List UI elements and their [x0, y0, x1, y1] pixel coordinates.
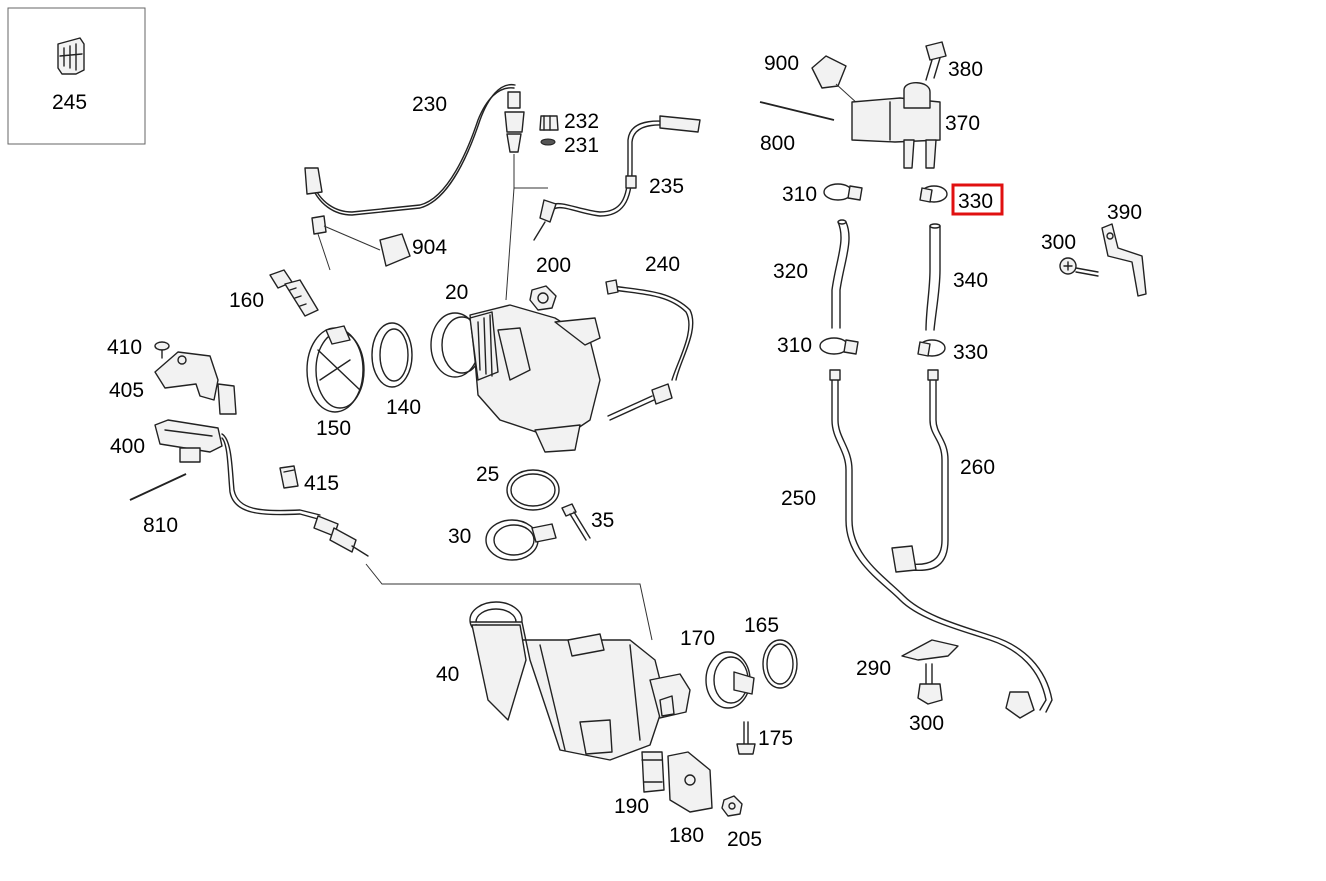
clip-415 — [279, 465, 299, 489]
connector-904 — [311, 215, 411, 271]
callout-410[interactable]: 410 — [107, 336, 142, 359]
callout-300-bottom[interactable]: 300 — [909, 712, 944, 735]
nut-205 — [721, 795, 743, 817]
gasket-140 — [371, 322, 413, 388]
pipe-250 — [829, 369, 1053, 719]
callout-40[interactable]: 40 — [436, 663, 459, 686]
clamp-30 — [485, 519, 557, 561]
hose-340 — [925, 223, 941, 331]
callout-25[interactable]: 25 — [476, 463, 499, 486]
hose-320 — [831, 219, 850, 329]
callout-30[interactable]: 30 — [448, 525, 471, 548]
pipe-260 — [891, 369, 949, 573]
callout-175[interactable]: 175 — [758, 727, 793, 750]
seal-ring-231 — [540, 138, 556, 146]
callout-165[interactable]: 165 — [744, 614, 779, 637]
nut-200 — [529, 285, 557, 311]
callout-200[interactable]: 200 — [536, 254, 571, 277]
callout-415[interactable]: 415 — [304, 472, 339, 495]
bolt-380 — [925, 41, 947, 81]
sensor-connector-900 — [811, 55, 859, 105]
callout-330-bottom[interactable]: 330 — [953, 341, 988, 364]
differential-pressure-sensor-370 — [759, 82, 941, 169]
callout-150[interactable]: 150 — [316, 417, 351, 440]
catalytic-converter-20 — [430, 304, 601, 453]
callout-400[interactable]: 400 — [110, 435, 145, 458]
callout-240[interactable]: 240 — [645, 253, 680, 276]
bracket-390 — [1101, 223, 1147, 297]
callout-20[interactable]: 20 — [445, 281, 468, 304]
clamp-150 — [306, 325, 365, 413]
callout-180[interactable]: 180 — [669, 824, 704, 847]
callout-290[interactable]: 290 — [856, 657, 891, 680]
bracket-405 — [154, 351, 237, 415]
callout-235[interactable]: 235 — [649, 175, 684, 198]
pressure-sensor-400 — [129, 419, 321, 520]
callout-390[interactable]: 390 — [1107, 201, 1142, 224]
callout-320[interactable]: 320 — [773, 260, 808, 283]
callout-340[interactable]: 340 — [953, 269, 988, 292]
callout-370[interactable]: 370 — [945, 112, 980, 135]
callout-310-bottom[interactable]: 310 — [777, 334, 812, 357]
screw-175 — [736, 721, 756, 755]
leader-lines — [129, 473, 187, 501]
callout-230[interactable]: 230 — [412, 93, 447, 116]
callout-232[interactable]: 232 — [564, 110, 599, 133]
callout-380[interactable]: 380 — [948, 58, 983, 81]
temperature-sensor-235 — [533, 115, 701, 241]
hose-clamp-330-top — [919, 185, 948, 203]
callout-904[interactable]: 904 — [412, 236, 447, 259]
callout-231[interactable]: 231 — [564, 134, 599, 157]
bolt-160 — [269, 269, 319, 317]
gasket-165 — [762, 639, 798, 689]
callout-250[interactable]: 250 — [781, 487, 816, 510]
bracket-290 — [901, 639, 959, 661]
callout-310-top[interactable]: 310 — [782, 183, 817, 206]
hose-clamp-330-bottom — [917, 339, 946, 357]
hose-clamp-310-top — [823, 183, 863, 201]
callout-35[interactable]: 35 — [591, 509, 614, 532]
temperature-sensor-240 — [605, 279, 694, 421]
gasket-25 — [506, 469, 560, 511]
callout-170[interactable]: 170 — [680, 627, 715, 650]
callout-190[interactable]: 190 — [614, 795, 649, 818]
callout-300-top[interactable]: 300 — [1041, 231, 1076, 254]
callout-245[interactable]: 245 — [52, 91, 87, 114]
callout-160[interactable]: 160 — [229, 289, 264, 312]
clamp-170 — [705, 651, 755, 709]
bolt-35 — [561, 503, 591, 541]
clip-245-drawing — [57, 37, 85, 75]
callout-205[interactable]: 205 — [727, 828, 762, 851]
callout-260[interactable]: 260 — [960, 456, 995, 479]
bracket-180 — [667, 751, 713, 813]
oxygen-sensor-810 — [313, 515, 653, 641]
screw-300-bottom — [917, 663, 943, 705]
inset-part-245 — [7, 7, 146, 145]
sealing-plug-232 — [539, 115, 559, 131]
screw-300-top — [1059, 257, 1099, 277]
callout-810[interactable]: 810 — [143, 514, 178, 537]
callout-800[interactable]: 800 — [760, 132, 795, 155]
callout-330-highlight-box — [951, 183, 1004, 216]
callout-330-top[interactable]: 330 — [958, 190, 993, 213]
hose-clamp-310-bottom — [819, 337, 859, 355]
callout-405[interactable]: 405 — [109, 379, 144, 402]
particulate-filter-40 — [469, 601, 691, 761]
oxygen-sensor-230 — [304, 84, 548, 301]
callout-900[interactable]: 900 — [764, 52, 799, 75]
callout-140[interactable]: 140 — [386, 396, 421, 419]
bracket-190 — [641, 751, 665, 793]
screw-410 — [154, 341, 170, 359]
